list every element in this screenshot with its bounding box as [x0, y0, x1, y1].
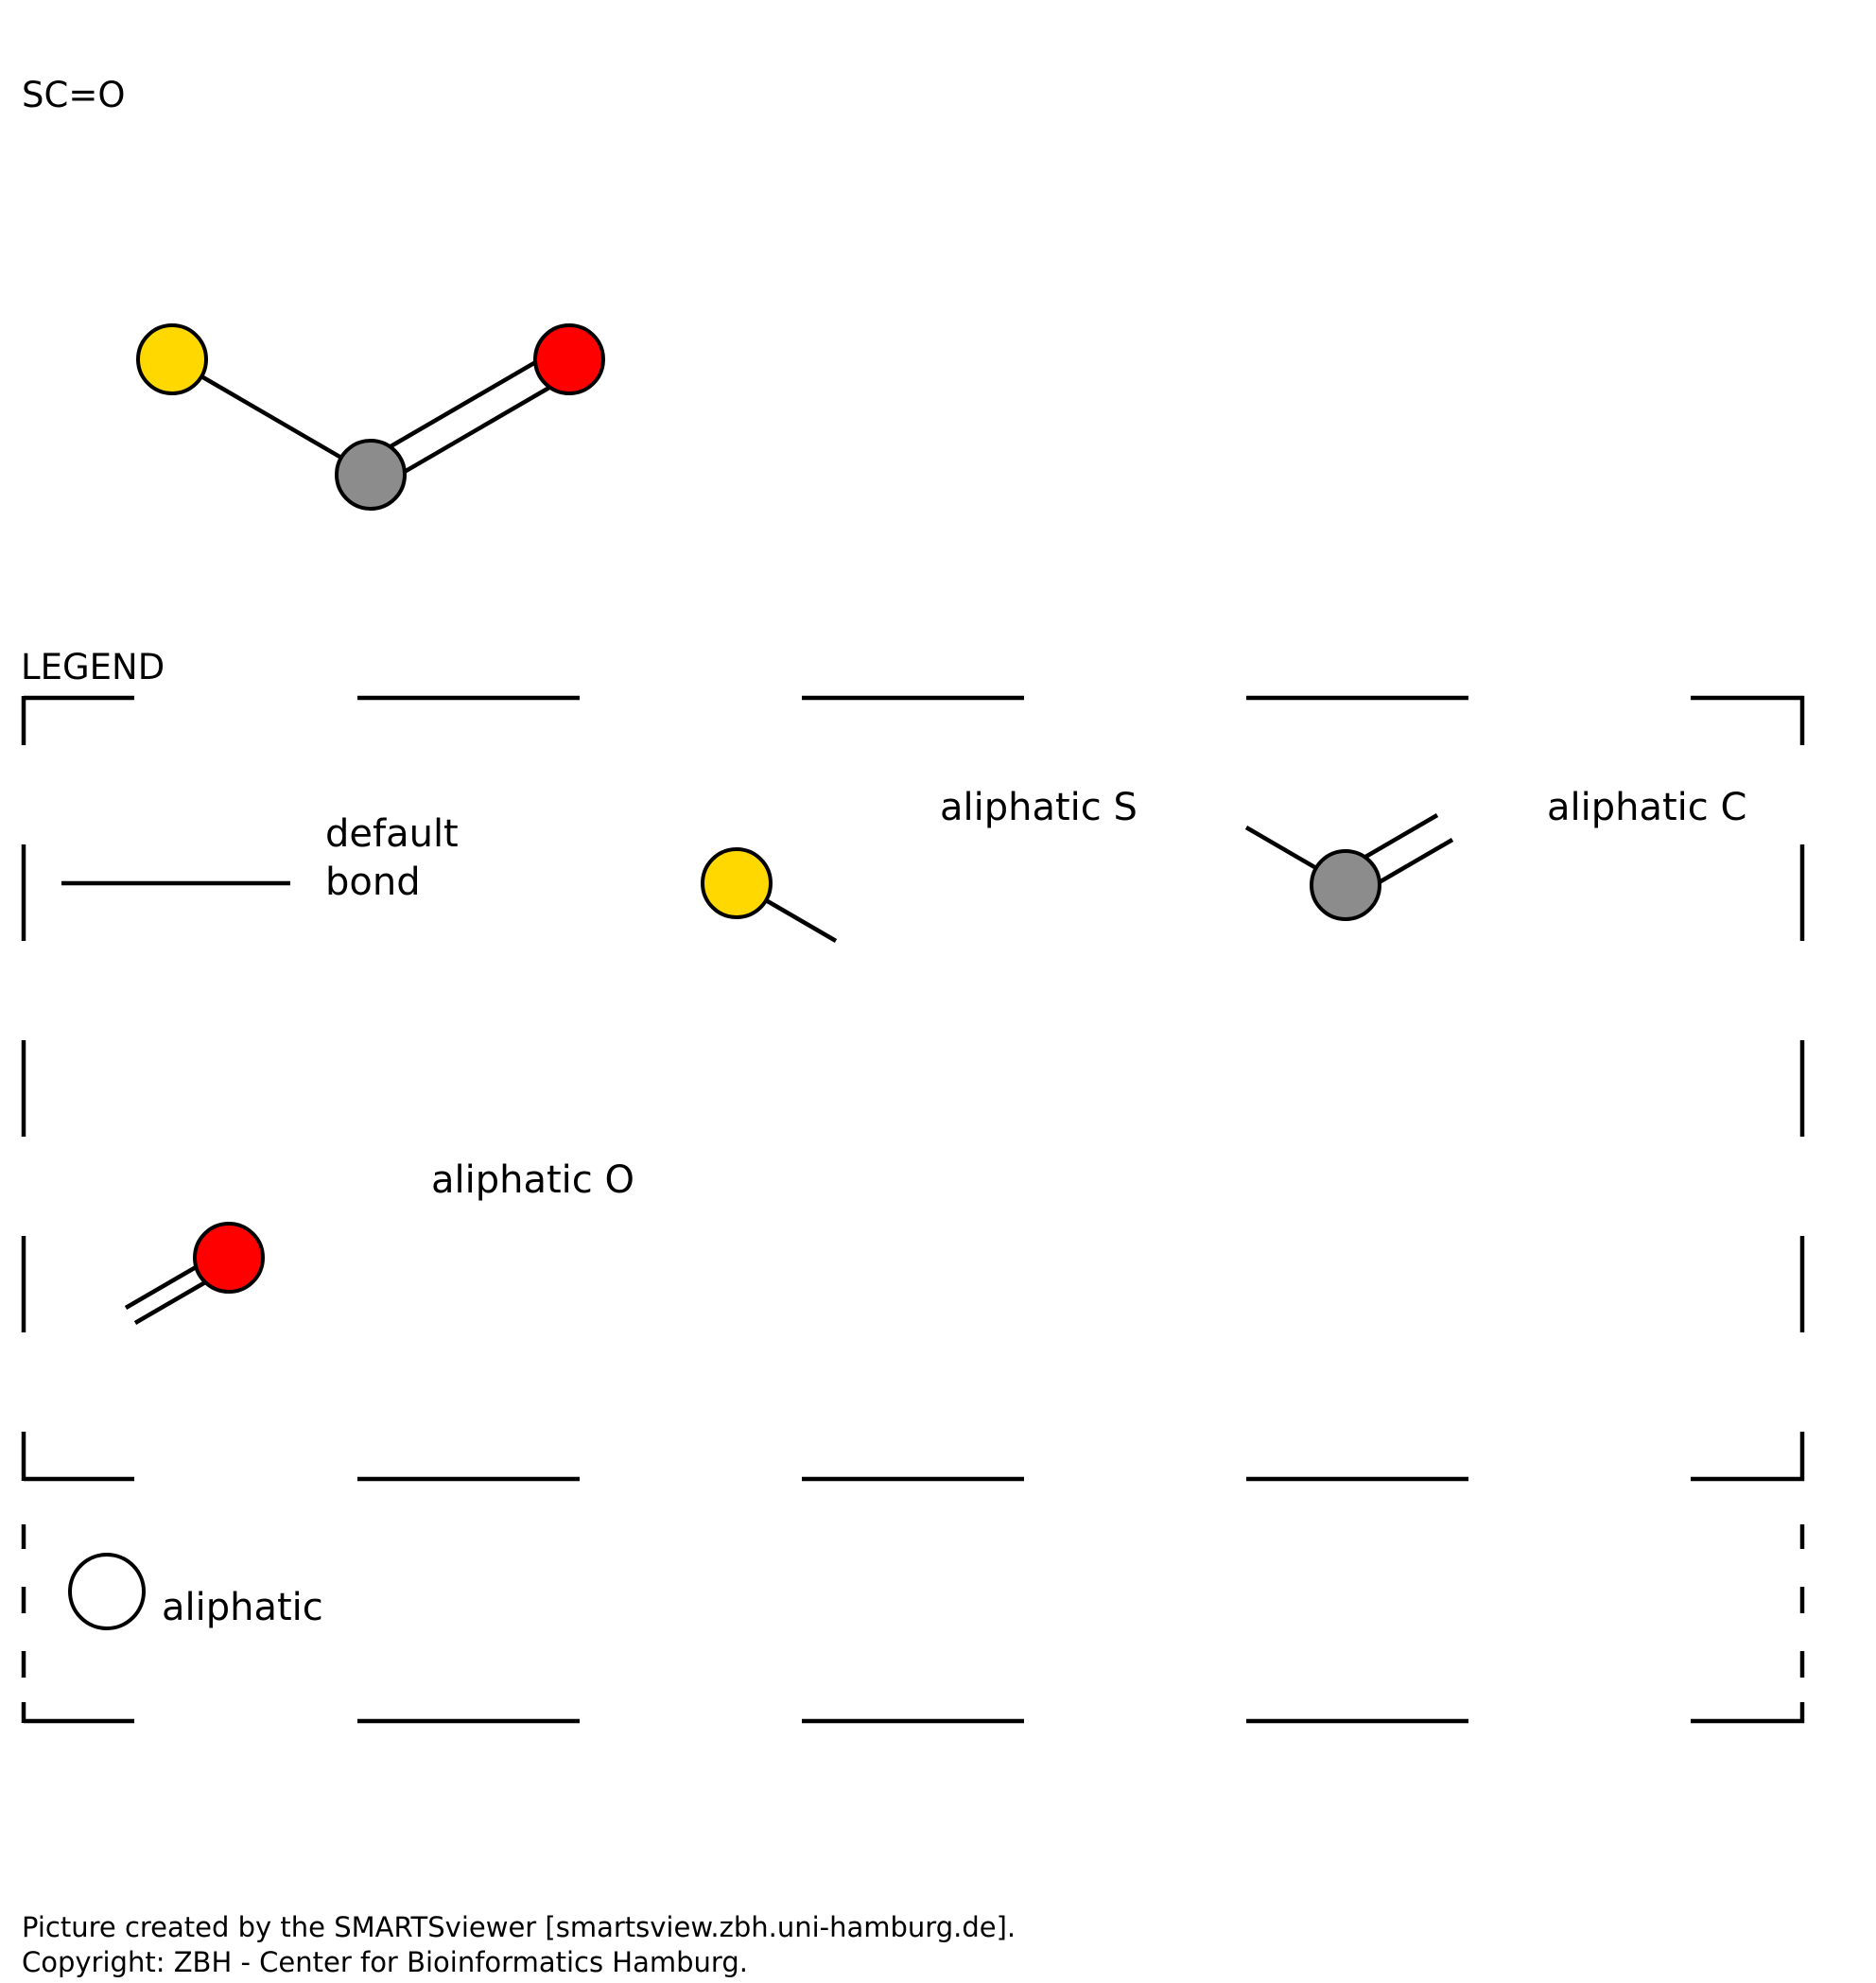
legend-aliphatic-s — [701, 847, 838, 943]
footer-credit: Picture created by the SMARTSviewer [sma… — [22, 1911, 1016, 1943]
bond-s-c-single — [170, 357, 373, 477]
legend-aliphatic-o — [124, 1222, 265, 1325]
legend-aliphatic-c-label: aliphatic C — [1547, 786, 1746, 829]
legend-aliphatic-c — [1244, 813, 1454, 921]
legend-aliphatic-s-label: aliphatic S — [940, 786, 1138, 829]
legend-atom-o — [193, 1222, 265, 1294]
legend-atom-s — [701, 847, 773, 919]
legend-heading: LEGEND — [21, 647, 165, 687]
legend-atom-c — [1310, 849, 1381, 921]
footer-copyright: Copyright: ZBH - Center for Bioinformati… — [22, 1946, 748, 1978]
legend-default-bond-label-2: bond — [325, 861, 421, 904]
molecule — [136, 323, 605, 511]
legend-aliphatic-label: aliphatic — [162, 1586, 323, 1629]
legend-frame-lower — [21, 1524, 1805, 1724]
atom-s — [136, 323, 208, 395]
legend-default-bond-label-1: default — [325, 812, 459, 856]
legend-aliphatic-ring — [68, 1553, 146, 1630]
legend-frame — [21, 695, 1805, 1482]
legend-aliphatic-o-label: aliphatic O — [431, 1158, 634, 1202]
atom-c — [335, 439, 407, 511]
atom-o — [533, 323, 605, 395]
bond-c-o-double-b — [376, 370, 579, 489]
smarts-title: SC=O — [22, 75, 125, 115]
bond-c-o-double-a — [361, 345, 564, 464]
